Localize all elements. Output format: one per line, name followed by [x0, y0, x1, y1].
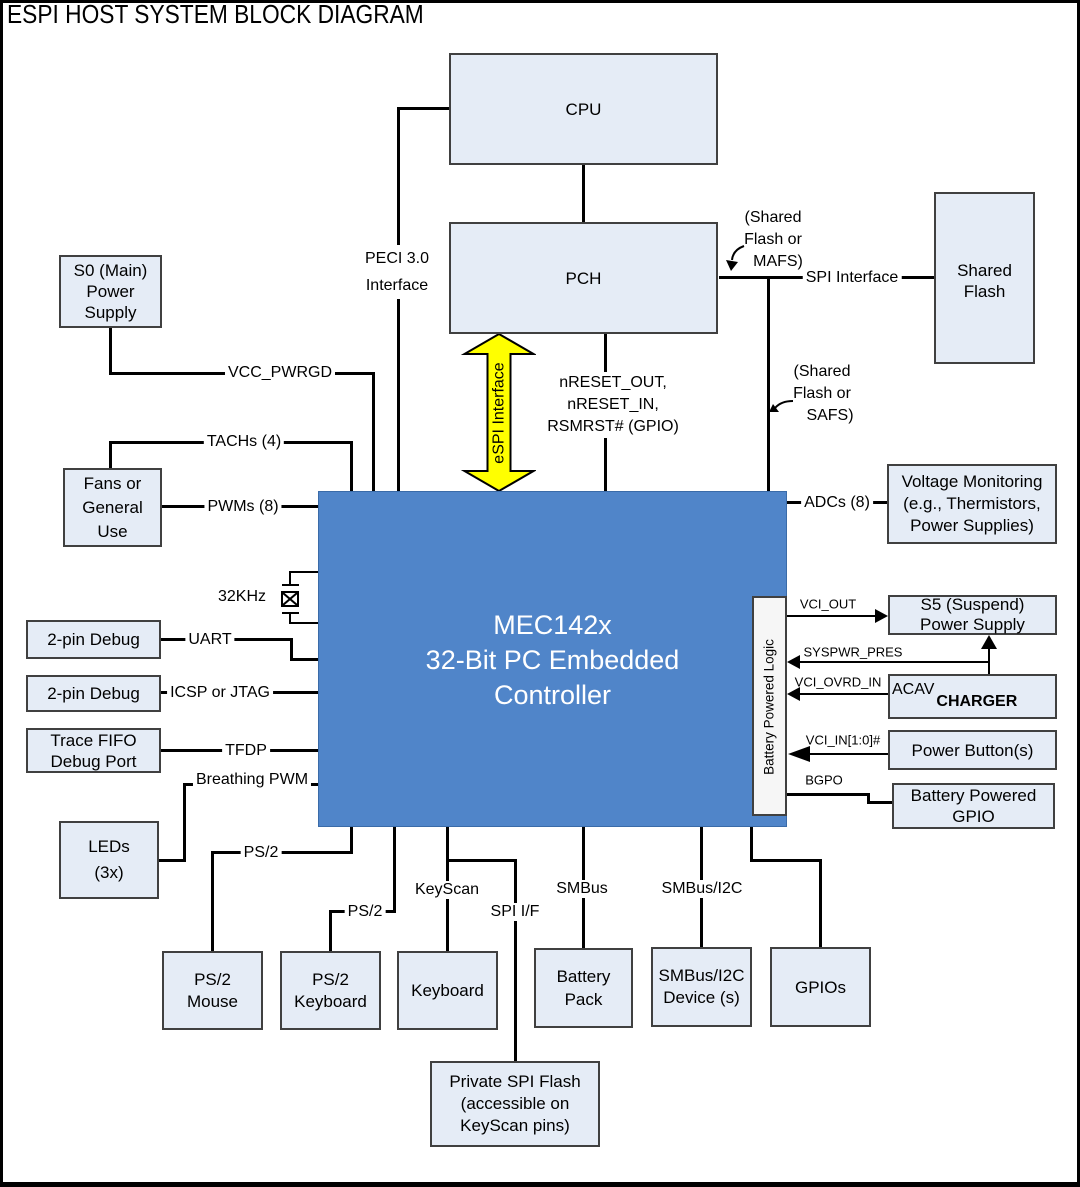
- svg-text:eSPI Interface: eSPI Interface: [491, 362, 508, 463]
